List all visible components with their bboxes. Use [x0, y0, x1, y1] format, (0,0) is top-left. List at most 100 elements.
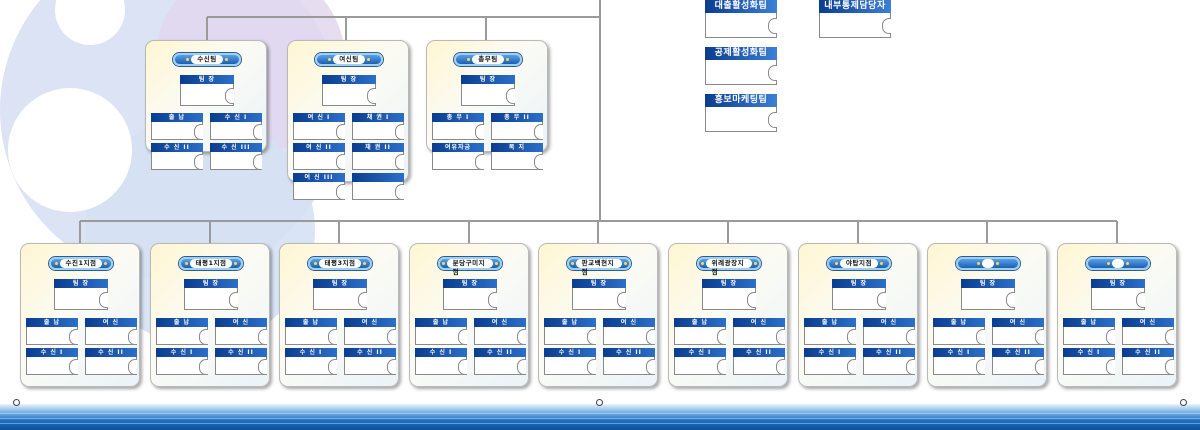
- slot-box: [443, 288, 497, 310]
- badge-dot-icon: [54, 262, 58, 265]
- member-slot: 수 신 I: [1063, 348, 1115, 375]
- slot-box: [215, 327, 267, 345]
- slot-label: 출 납: [285, 318, 337, 327]
- slot-notch: [1106, 328, 1115, 345]
- team-name-label: 태평3지점: [318, 259, 362, 268]
- slot-label: 여 신 I: [293, 113, 345, 122]
- slot-notch: [776, 328, 785, 345]
- slot-label: 여 신: [603, 318, 655, 327]
- slot-notch: [395, 183, 404, 200]
- slot-notch: [336, 183, 345, 200]
- slot-label: 여 신: [85, 318, 137, 327]
- slot-box: [151, 152, 203, 170]
- member-slot: 출 납: [285, 318, 337, 345]
- slot-notch: [517, 328, 526, 345]
- slot-box: [603, 327, 655, 345]
- slot-label: 출 납: [1063, 318, 1115, 327]
- slot-box: [1091, 288, 1145, 310]
- member-slot: 출 납: [156, 318, 208, 345]
- slot-label: 출 납: [544, 318, 596, 327]
- member-slot: 여 신: [603, 318, 655, 345]
- member-slot: 여 신: [863, 318, 915, 345]
- slot-notch: [587, 328, 596, 345]
- slot-notch: [488, 291, 497, 308]
- member-slot: 수 신 II: [85, 348, 137, 375]
- member-slot: 채 권 II: [352, 143, 404, 170]
- slot-label: 출 납: [151, 113, 203, 122]
- member-slot: 여유자금: [432, 143, 484, 170]
- member-slot: 수 신 I: [804, 348, 856, 375]
- slot-box: [180, 84, 234, 106]
- side-unit-box: [705, 107, 777, 132]
- slot-box: [352, 182, 404, 200]
- slot-box: [1063, 327, 1115, 345]
- member-slot: 수 신 II: [151, 143, 203, 170]
- slot-label: 수 신 I: [156, 348, 208, 357]
- slot-label: 여 신: [733, 318, 785, 327]
- slot-notch: [768, 112, 777, 128]
- slot-box: [863, 327, 915, 345]
- slot-box: [322, 84, 376, 106]
- side-unit: 내부통제담당자: [819, 0, 891, 38]
- slot-notch: [1035, 328, 1044, 345]
- side-unit-label: 공제활성화팀: [705, 47, 777, 60]
- member-slot: 수 신 I: [156, 348, 208, 375]
- slot-label: 수 신 I: [544, 348, 596, 357]
- badge-dot-icon: [754, 262, 757, 265]
- member-slot: 총 무 I: [432, 113, 484, 140]
- member-slot: 수 신 II: [992, 348, 1044, 375]
- slot-box: [674, 327, 726, 345]
- slot-notch: [128, 358, 137, 375]
- slot-box: [344, 327, 396, 345]
- badge-dot-icon: [313, 262, 317, 265]
- slot-box: [461, 84, 515, 106]
- member-slot: 수 신 II: [863, 348, 915, 375]
- slot-label: 팀 장: [572, 279, 626, 288]
- slot-label: 여 신: [992, 318, 1044, 327]
- slot-box: [733, 357, 785, 375]
- slot-notch: [69, 358, 78, 375]
- member-slot: 여 신: [215, 318, 267, 345]
- slot-box: [285, 357, 337, 375]
- slot-notch: [1035, 358, 1044, 375]
- side-unit-box: [705, 60, 777, 85]
- slot-notch: [387, 328, 396, 345]
- badge-dot-icon: [624, 262, 627, 265]
- slot-box: [210, 152, 262, 170]
- slot-box: [352, 152, 404, 170]
- badge-dot-icon: [835, 262, 839, 265]
- team-name-label: 야탑지점: [840, 259, 878, 268]
- slot-box: [491, 122, 543, 140]
- slot-label: 팀 장: [961, 279, 1015, 288]
- branch-head-slot: 팀 장: [313, 279, 367, 310]
- slot-box: [415, 327, 467, 345]
- slot-label: 수 신 I: [26, 348, 78, 357]
- slot-box: [344, 357, 396, 375]
- slot-box: [285, 327, 337, 345]
- badge-dot-icon: [467, 58, 471, 61]
- slot-notch: [328, 358, 337, 375]
- member-slot: 수 신 II: [1122, 348, 1174, 375]
- badge-dot-icon: [701, 262, 704, 265]
- member-slot: 복 지: [491, 143, 543, 170]
- badge-dot-icon: [977, 262, 980, 265]
- slot-box: [156, 327, 208, 345]
- slot-notch: [534, 153, 543, 170]
- slot-notch: [387, 358, 396, 375]
- slot-box: [933, 327, 985, 345]
- branch-head-slot: 팀 장: [54, 279, 108, 310]
- slot-label: 수 신 I: [804, 348, 856, 357]
- slot-notch: [253, 153, 262, 170]
- slot-notch: [475, 123, 484, 140]
- slot-label: 여 신 III: [293, 173, 345, 182]
- side-unit: 공제활성화팀: [705, 47, 777, 85]
- slot-label: 수 신 I: [210, 113, 262, 122]
- slot-box: [293, 152, 345, 170]
- slot-notch: [128, 328, 137, 345]
- slot-notch: [395, 123, 404, 140]
- team-name-badge: 수진1지점: [49, 257, 113, 270]
- slot-box: [85, 357, 137, 375]
- team-name-label: 수신팀: [191, 55, 223, 64]
- slot-box: [293, 122, 345, 140]
- badge-dot-icon: [363, 262, 367, 265]
